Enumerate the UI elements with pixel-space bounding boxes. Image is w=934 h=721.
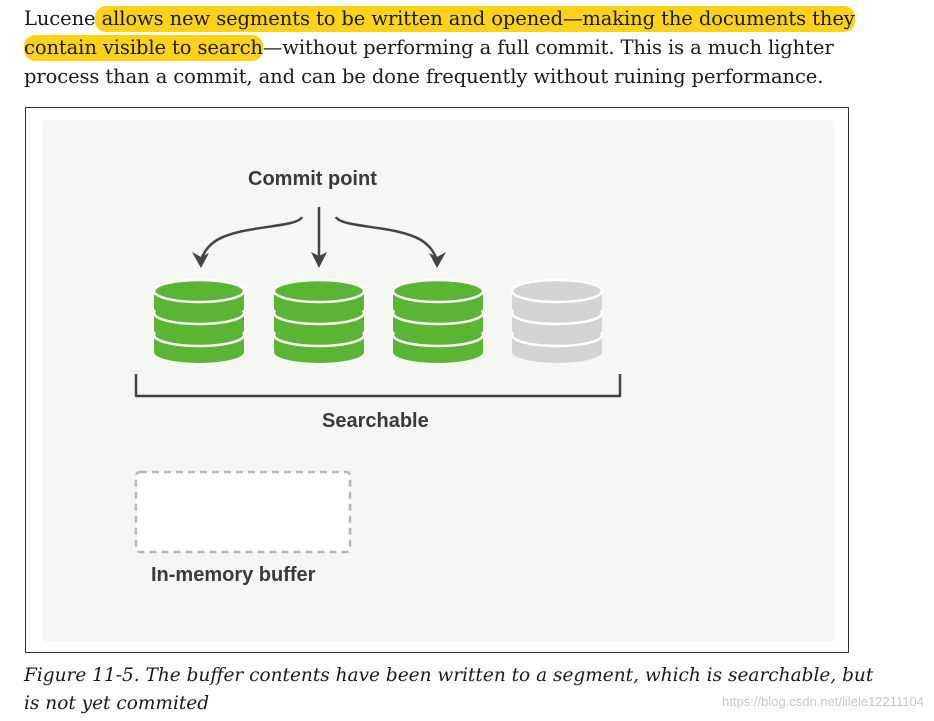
paragraph-line-2: contain visible to search—without perfor… bbox=[24, 33, 854, 62]
segment-band bbox=[393, 313, 483, 341]
in-memory-buffer-box bbox=[134, 470, 352, 554]
segment-band bbox=[512, 335, 602, 363]
highlighted-text: allows new segments to be written and op… bbox=[95, 6, 855, 32]
segment-band bbox=[274, 313, 364, 341]
paragraph-text: —without performing a full commit. This … bbox=[262, 36, 834, 59]
arrow-to-segment-1 bbox=[199, 216, 304, 261]
segment-band bbox=[274, 335, 364, 363]
arrow-to-segment-3 bbox=[334, 216, 439, 261]
segment-band bbox=[512, 313, 602, 341]
segment-band-top bbox=[272, 278, 366, 304]
segment-icon bbox=[391, 278, 485, 363]
commit-point-label: Commit point bbox=[248, 168, 377, 190]
segment-icon bbox=[152, 278, 246, 363]
segment-band bbox=[154, 335, 244, 363]
segment-band-top bbox=[510, 278, 604, 304]
searchable-bracket bbox=[134, 374, 622, 398]
paragraph-line-1: Lucene allows new segments to be written… bbox=[24, 4, 855, 33]
paragraph-line-3: process than a commit, and can be done f… bbox=[24, 65, 824, 88]
segment-band bbox=[393, 335, 483, 363]
figure-caption: Figure 11-5. The buffer contents have be… bbox=[24, 662, 874, 718]
segment-band bbox=[154, 291, 244, 319]
segment-band-top bbox=[152, 278, 246, 304]
segment-band bbox=[154, 313, 244, 341]
paragraph-text: Lucene bbox=[24, 7, 96, 30]
in-memory-buffer-label: In-memory buffer bbox=[151, 564, 316, 586]
segment-icon bbox=[272, 278, 366, 363]
segment-band bbox=[274, 291, 364, 319]
caption-line-1: Figure 11-5. The buffer contents have be… bbox=[24, 665, 874, 686]
highlighted-text: contain visible to search bbox=[24, 35, 263, 61]
segment-icon bbox=[510, 278, 604, 363]
segment-band-top bbox=[391, 278, 485, 304]
segment-band bbox=[393, 291, 483, 319]
segments-group bbox=[152, 278, 604, 363]
body-paragraph: Lucene allows new segments to be written… bbox=[24, 4, 855, 91]
figure-frame: Commit point Searchable In-memory buffer bbox=[25, 107, 849, 653]
segment-band bbox=[512, 291, 602, 319]
arrowheads bbox=[192, 252, 446, 268]
figure-diagram: Commit point Searchable In-memory buffer bbox=[42, 120, 834, 642]
caption-line-2: is not yet commited bbox=[24, 693, 210, 714]
diagram-canvas bbox=[134, 207, 622, 554]
watermark-text: https://blog.csdn.net/lilele12211104 bbox=[722, 694, 924, 709]
searchable-label: Searchable bbox=[322, 410, 429, 432]
commit-arrows bbox=[199, 207, 439, 261]
